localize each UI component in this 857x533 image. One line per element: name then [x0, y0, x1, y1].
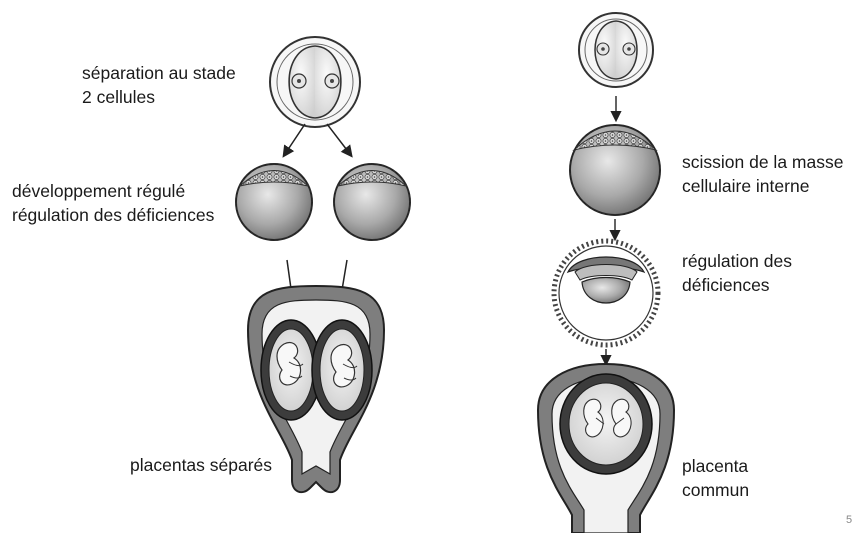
label-line: régulation des déficiences	[12, 203, 214, 227]
label-inner-mass-split: scission de la masse cellulaire interne	[682, 150, 843, 198]
label-line: déficiences	[682, 273, 792, 297]
page-number: 5	[846, 514, 852, 526]
label-line: placentas séparés	[130, 453, 272, 477]
arrow-to-blastocyst-a	[285, 124, 305, 154]
implanted-blastocyst-right	[554, 241, 658, 345]
label-deficiency-regulation: régulation des déficiences	[682, 249, 792, 297]
label-line: développement régulé	[12, 179, 214, 203]
label-line: cellulaire interne	[682, 174, 843, 198]
label-line: séparation au stade	[82, 61, 236, 85]
label-regulated-development: développement régulé régulation des défi…	[12, 179, 214, 227]
label-line: scission de la masse	[682, 150, 843, 174]
blastocyst-left-a	[236, 164, 312, 240]
label-line: régulation des	[682, 249, 792, 273]
two-cell-embryo-left	[270, 37, 360, 127]
arrow-to-blastocyst-b	[327, 124, 350, 154]
blastocyst-right	[570, 125, 660, 215]
uterus-common-placenta	[538, 364, 674, 533]
label-common-placenta: placenta commun	[682, 454, 749, 502]
label-line: commun	[682, 478, 749, 502]
label-separate-placentas: placentas séparés	[130, 453, 272, 477]
label-line: placenta	[682, 454, 749, 478]
label-line: 2 cellules	[82, 85, 236, 109]
label-two-cell-stage: séparation au stade 2 cellules	[82, 61, 236, 109]
two-cell-embryo-right	[579, 13, 653, 87]
blastocyst-left-b	[334, 164, 410, 240]
